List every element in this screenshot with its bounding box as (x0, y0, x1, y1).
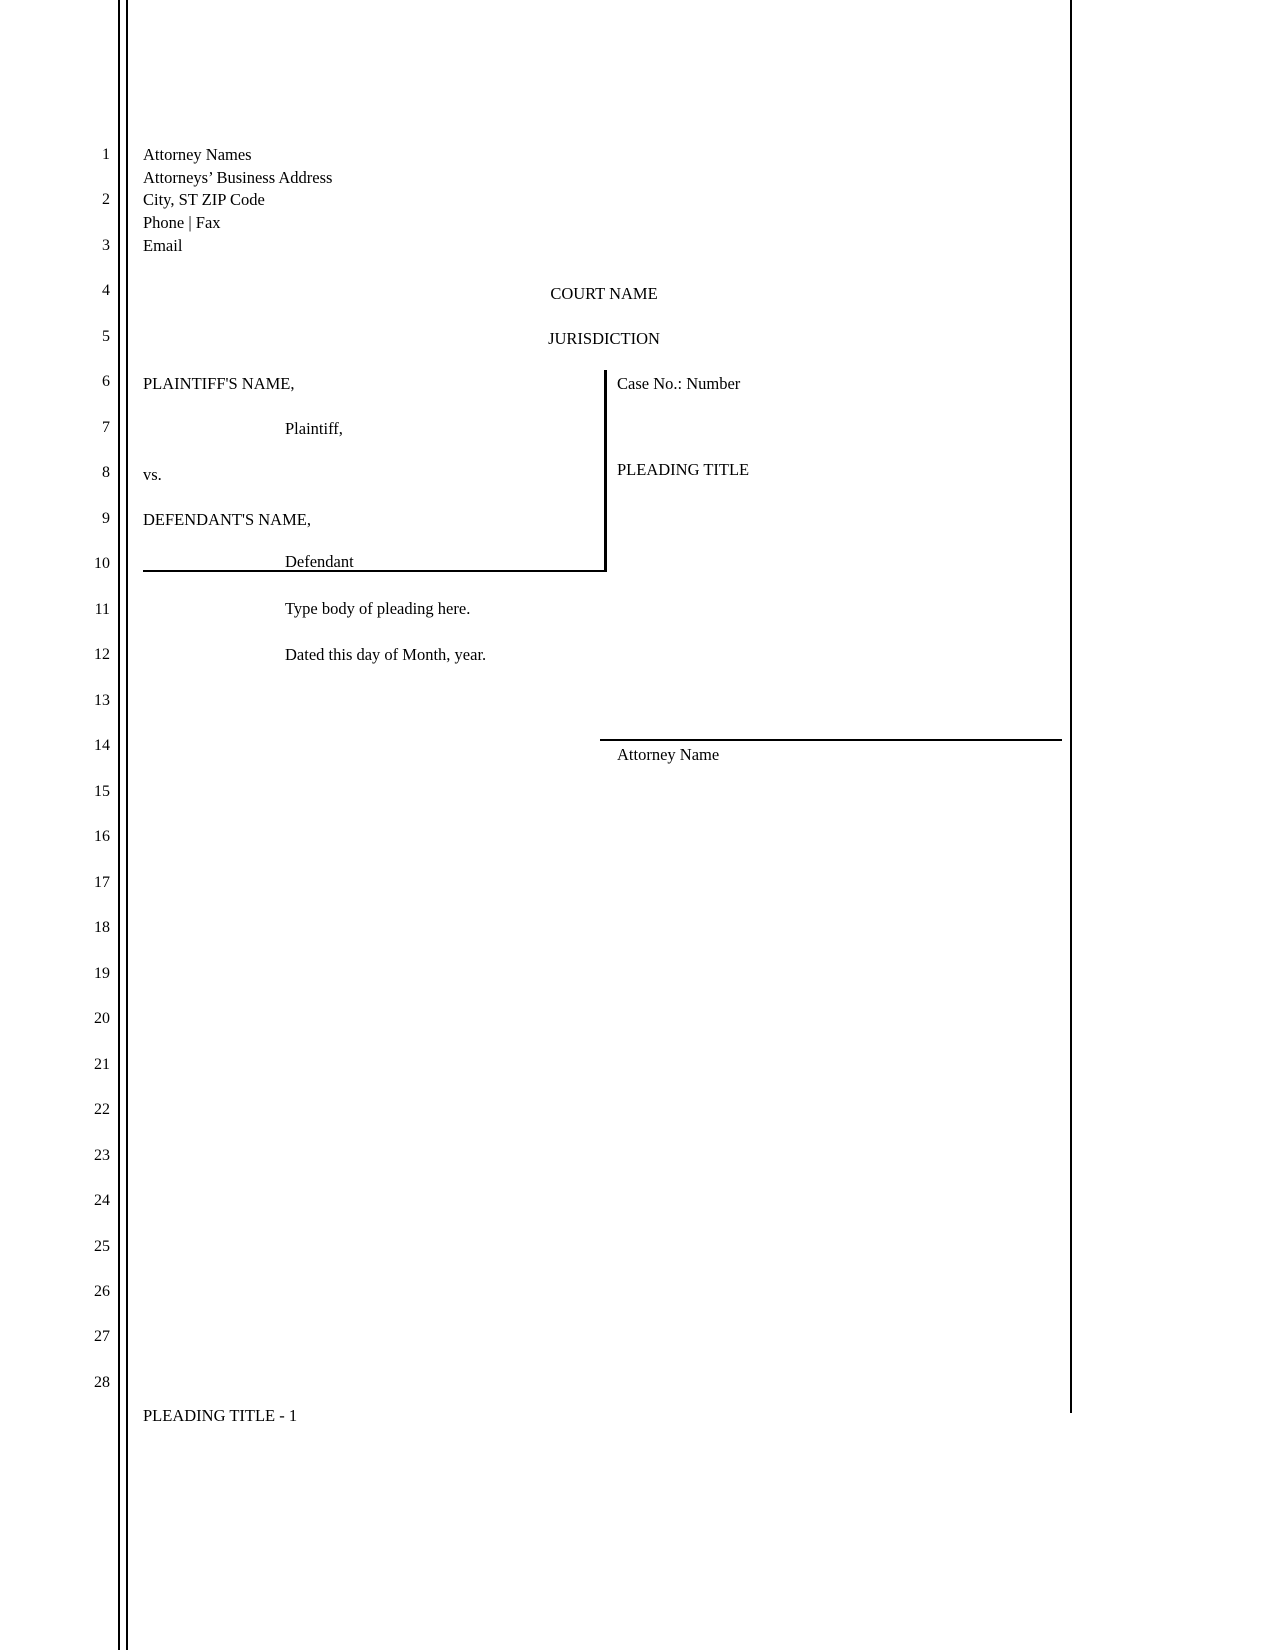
plaintiff-role: Plaintiff, (285, 419, 343, 438)
plaintiff-name: PLAINTIFF'S NAME, (143, 374, 295, 393)
line-number: 6 (102, 373, 110, 391)
line-number: 18 (94, 919, 110, 937)
footer-pleading-title: PLEADING TITLE - 1 (143, 1406, 298, 1425)
attorney-email: Email (143, 235, 183, 255)
right-margin-rule (1070, 0, 1072, 1413)
line-number: 2 (102, 191, 110, 209)
pleading-dated-line: Dated this day of Month, year. (285, 645, 487, 664)
line-number: 20 (94, 1010, 110, 1028)
line-number: 14 (94, 737, 110, 755)
line-number: 19 (94, 964, 110, 982)
pleading-body-line: Type body of pleading here. (285, 599, 471, 618)
attorney-phone-fax: Phone | Fax (143, 213, 221, 233)
line-number: 10 (94, 555, 110, 573)
line-number: 1 (102, 146, 110, 163)
left-margin-rule-outer (118, 0, 120, 1650)
line-number: 9 (102, 509, 110, 527)
defendant-name: DEFENDANT'S NAME, (143, 510, 311, 529)
caption-bottom-rule (143, 570, 607, 572)
court-name: COURT NAME (550, 284, 658, 303)
attorney-names: Attorney Names (143, 145, 252, 164)
line-number: 7 (102, 418, 110, 436)
line-number: 12 (94, 646, 110, 664)
attorney-business-address: Attorneys’ Business Address (143, 167, 333, 187)
line-number: 21 (94, 1055, 110, 1073)
line-number: 24 (94, 1192, 110, 1210)
versus-label: vs. (143, 465, 162, 484)
line-number: 16 (94, 828, 110, 846)
line-number: 13 (94, 691, 110, 709)
signature-attorney-name: Attorney Name (617, 745, 720, 764)
jurisdiction: JURISDICTION (548, 329, 660, 348)
defendant-role: Defendant (285, 552, 354, 571)
line-number: 22 (94, 1101, 110, 1119)
left-margin-rule-inner (126, 0, 128, 1650)
line-number: 11 (94, 600, 110, 618)
attorney-info-block: Attorney Names Attorneys’ Business Addre… (143, 144, 332, 258)
signature-rule (600, 739, 1062, 741)
caption-vertical-rule (604, 370, 607, 572)
line-number: 28 (94, 1373, 110, 1391)
line-number: 26 (94, 1283, 110, 1300)
line-number: 27 (94, 1328, 110, 1346)
line-number: 25 (94, 1237, 110, 1255)
caption-pleading-title: PLEADING TITLE (617, 460, 750, 479)
line-number: 15 (94, 782, 110, 800)
line-number: 3 (102, 236, 110, 254)
line-number: 5 (102, 327, 110, 345)
line-number: 17 (94, 873, 110, 891)
line-number: 23 (94, 1146, 110, 1164)
case-number: Case No.: Number (617, 374, 741, 393)
attorney-city-state-zip: City, ST ZIP Code (143, 190, 265, 210)
line-number: 8 (102, 464, 110, 482)
line-number: 4 (102, 282, 110, 300)
